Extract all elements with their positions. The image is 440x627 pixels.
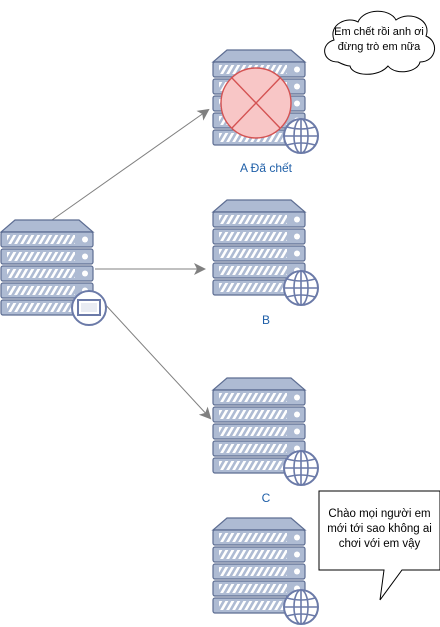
server-c-label: C [261,491,271,505]
cloud-line-1: Em chết rồi anh ơi [334,26,424,38]
globe-icon [283,118,319,154]
server-a-label: A Đã chết [239,161,293,175]
callout-line-3: chơi với em vậy [338,538,421,550]
callout-line-1: Chào mọi người em [328,508,431,520]
server-b-label: B [261,313,270,327]
client-server-node[interactable] [0,219,107,326]
speech-callout [318,490,440,601]
cloud-line-2: đừng trò em nữa [337,41,421,53]
globe-icon [283,450,319,486]
cloud-text: Em chết rồi anh ơi đừng trò em nữa [318,25,440,55]
server-c-node[interactable] [212,377,319,486]
edge-client-to-c [89,287,212,420]
globe-icon [283,589,319,625]
edge-client-to-a [51,108,210,221]
monitor-icon [71,290,107,326]
dead-cross-icon [220,67,292,139]
server-b-node[interactable] [212,199,319,306]
thought-cloud [324,10,435,75]
callout-text: Chào mọi người em mới tới sao không ai c… [319,507,440,552]
server-a-node[interactable] [212,49,319,154]
server-d-node[interactable] [212,517,319,625]
callout-line-2: mới tới sao không ai [327,523,432,535]
globe-icon [283,270,319,306]
